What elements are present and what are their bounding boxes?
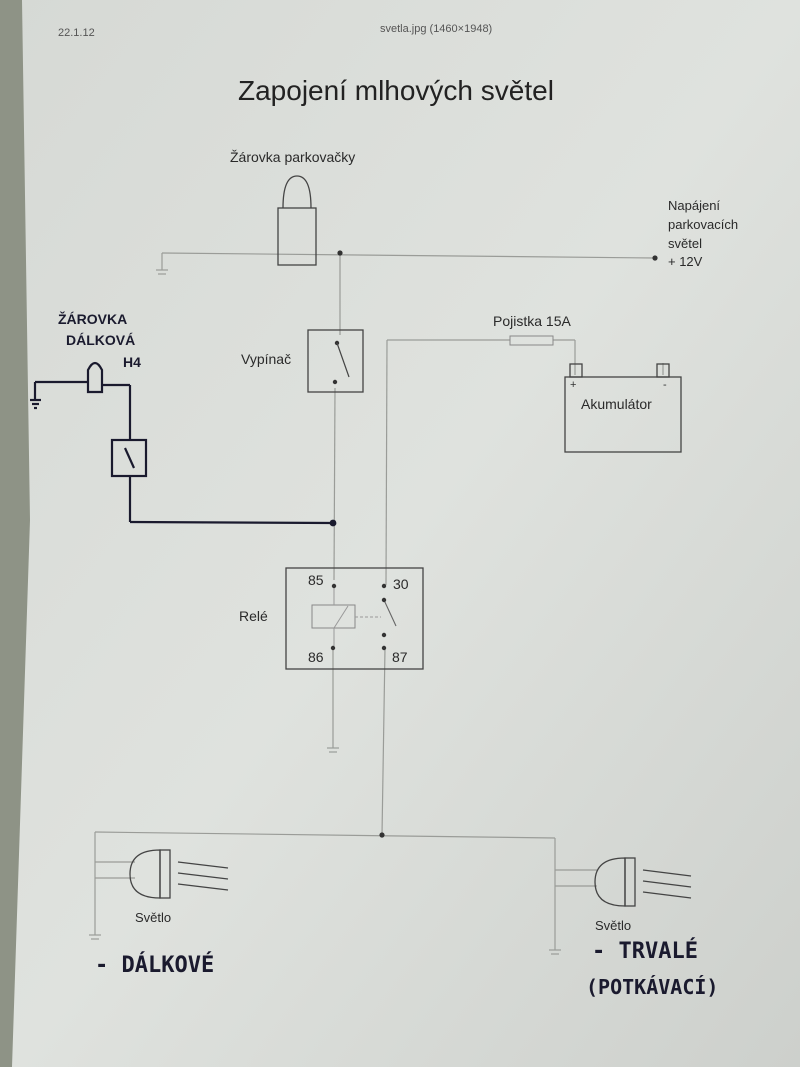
relay-pin-87: 87 bbox=[392, 649, 408, 665]
supply-label-line2: parkovacích bbox=[668, 217, 738, 232]
relay-pin-30: 30 bbox=[393, 576, 409, 592]
right-handwritten-note-1: - TRVALÉ bbox=[592, 938, 698, 964]
relay-pin-86: 86 bbox=[308, 649, 324, 665]
supply-label-line4: + 12V bbox=[668, 254, 703, 269]
high-beam-note-line2: DÁLKOVÁ bbox=[66, 332, 135, 348]
paper-sheet bbox=[12, 0, 800, 1067]
right-light-icon bbox=[594, 857, 692, 907]
supply-label: Napájení parkovacích světel + 12V bbox=[668, 198, 738, 269]
page-title: Zapojení mlhových světel bbox=[238, 75, 554, 106]
left-light-label: Světlo bbox=[135, 910, 171, 925]
battery-icon bbox=[564, 363, 682, 453]
handwritten-junction bbox=[329, 519, 337, 527]
switch-label: Vypínač bbox=[241, 351, 291, 367]
fuse-icon bbox=[509, 335, 554, 346]
relay-pin-85: 85 bbox=[308, 572, 324, 588]
switch-icon bbox=[307, 329, 364, 393]
battery-plus: + bbox=[570, 379, 576, 391]
right-handwritten-note-2: (POTKÁVACÍ) bbox=[586, 975, 718, 999]
relay-icon bbox=[285, 567, 424, 670]
supply-label-line3: světel bbox=[668, 236, 702, 251]
parking-bulb-icon bbox=[277, 175, 317, 266]
fuse-label: Pojistka 15A bbox=[493, 313, 571, 329]
high-beam-note-line1: ŽÁROVKA bbox=[58, 310, 127, 327]
battery-minus: - bbox=[663, 379, 667, 391]
junction-dots bbox=[337, 250, 658, 838]
high-beam-bulb-icon bbox=[30, 361, 334, 525]
supply-label-line1: Napájení bbox=[668, 198, 720, 213]
parking-bulb-label: Žárovka parkovačky bbox=[230, 149, 355, 165]
header-date: 22.1.12 bbox=[58, 27, 95, 39]
left-handwritten-note: - DÁLKOVÉ bbox=[95, 952, 214, 978]
left-light-icon bbox=[129, 849, 229, 899]
relay-label: Relé bbox=[239, 608, 268, 624]
high-beam-note-line3: H4 bbox=[123, 354, 141, 370]
wires bbox=[89, 252, 664, 955]
high-beam-note: ŽÁROVKA DÁLKOVÁ H4 bbox=[58, 310, 141, 370]
battery-label: Akumulátor bbox=[581, 396, 652, 412]
header-filename: svetla.jpg (1460×1948) bbox=[380, 23, 492, 35]
right-light-label: Světlo bbox=[595, 918, 631, 933]
